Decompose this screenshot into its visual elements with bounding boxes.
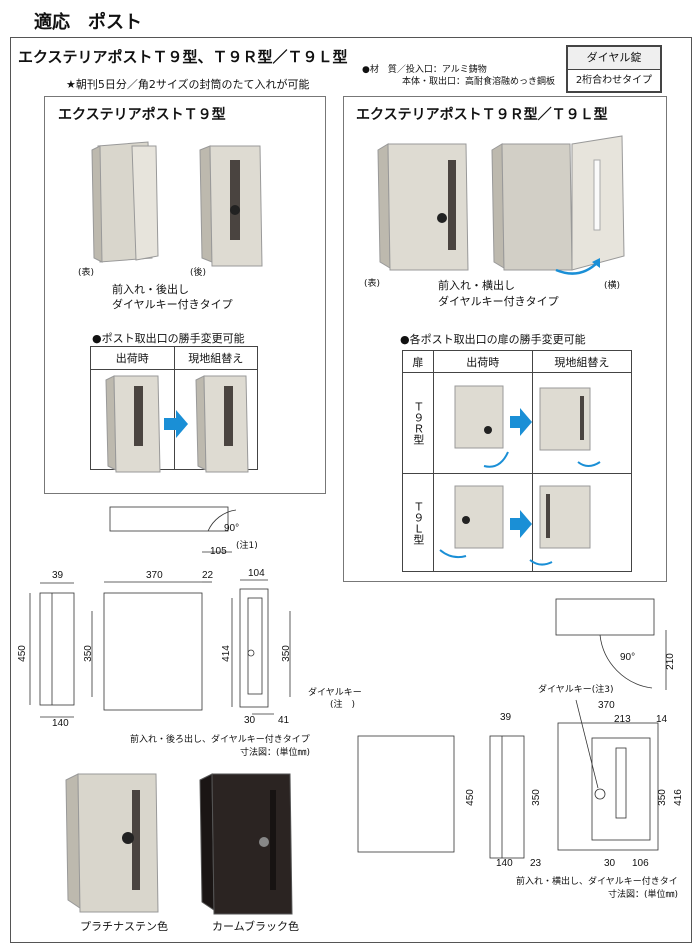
top-view-body xyxy=(109,506,229,532)
t9r-caption1: 前入れ・横出し xyxy=(438,279,515,292)
right-open-view xyxy=(557,722,659,851)
t9-change-title: ●ポスト取出口の勝手変更可能 xyxy=(92,332,245,345)
dim-r-23: 23 xyxy=(530,858,542,869)
lock-badge-value: 2桁合わせタイプ xyxy=(575,75,653,86)
t9r-r-shipping xyxy=(454,385,509,468)
t9r-l-shipping xyxy=(439,485,504,559)
dim-r-angle: 90° xyxy=(620,652,636,663)
front-view-body xyxy=(103,592,203,711)
lock-badge: ダイヤル錠 2桁合わせタイプ xyxy=(566,45,662,93)
dim-l-note1: (注1) xyxy=(236,541,258,551)
dim-l-370: 370 xyxy=(146,570,163,581)
t9r-row-l: Ｔ９Ｌ型 xyxy=(402,473,434,572)
t9r-side-image xyxy=(491,135,625,275)
top-view-arc xyxy=(207,509,237,532)
platinum-post-image xyxy=(65,773,159,913)
t9r-title: エクステリアポストＴ９Ｒ型／Ｔ９Ｌ型 xyxy=(356,107,608,123)
t9-label-back: (後) xyxy=(190,268,207,278)
t9-title: エクステリアポストＴ９型 xyxy=(58,107,226,123)
dim-l-caption: 前入れ・後ろ出し、ダイヤルキー付きタイプ xyxy=(130,735,310,745)
t9r-l-onsite xyxy=(529,485,591,566)
dim-r-dial: ダイヤルキー(注3) xyxy=(538,685,614,695)
dim-r-106: 106 xyxy=(632,858,649,869)
t9r-change-title: ●各ポスト取出口の扉の勝手変更可能 xyxy=(400,333,586,346)
dim-l-39: 39 xyxy=(52,570,64,581)
black-post-image xyxy=(199,773,293,915)
dim-r-caption: 前入れ・横出し、ダイヤルキー付きタイ xyxy=(516,877,678,887)
right-top-view xyxy=(555,598,655,636)
t9-label-front: (表) xyxy=(78,268,95,278)
dim-r-213: 213 xyxy=(614,714,631,725)
t9r-panel xyxy=(343,96,667,582)
t9-panel xyxy=(44,96,326,494)
content-frame xyxy=(10,37,692,943)
t9r-r-arrow xyxy=(510,408,532,436)
t9-back-image xyxy=(199,145,263,267)
t9-shipping-image xyxy=(105,375,161,473)
dim-l-30: 30 xyxy=(244,715,256,726)
dim-r-370: 370 xyxy=(598,700,615,711)
t9-front-image xyxy=(91,141,159,263)
t9-caption2: ダイヤルキー付きタイプ xyxy=(112,298,233,311)
t9-arrow xyxy=(164,410,188,438)
dim-l-22: 22 xyxy=(202,570,214,581)
dim-l-41: 41 xyxy=(278,715,290,726)
t9r-l-arrow xyxy=(510,510,532,538)
right-side-view xyxy=(489,735,525,859)
feature-note: ★朝刊5日分／角2サイズの封筒のたて入れが可能 xyxy=(66,78,310,91)
material-line2: 本体・取出口：高耐食溶融めっき鋼板 xyxy=(402,77,556,87)
t9r-col-onsite: 現地組替え xyxy=(531,350,633,373)
t9r-r-onsite xyxy=(539,387,601,467)
black-label: カームブラック色 xyxy=(212,920,300,933)
side-view-body xyxy=(39,592,75,706)
t9r-row-r: Ｔ９Ｒ型 xyxy=(402,372,434,474)
rear-view-body xyxy=(239,588,269,708)
dim-r-39: 39 xyxy=(500,712,512,723)
dim-r-14: 14 xyxy=(656,714,668,725)
material-line1: ●材 質／投入口：アルミ鋳物 xyxy=(362,65,487,75)
t9r-front-image xyxy=(377,143,469,271)
main-heading: エクステリアポストＴ９型、Ｔ９Ｒ型／Ｔ９Ｌ型 xyxy=(18,48,348,66)
dim-l-104: 104 xyxy=(248,568,265,579)
dim-r-140: 140 xyxy=(496,858,513,869)
t9r-caption2: ダイヤルキー付きタイプ xyxy=(438,295,559,308)
t9-col-shipping: 出荷時 xyxy=(90,346,175,370)
right-front-view xyxy=(357,735,455,853)
dim-l-105: 105 xyxy=(210,546,227,557)
t9-col-onsite: 現地組替え xyxy=(173,346,258,370)
dim-r-30: 30 xyxy=(604,858,616,869)
dim-l-unit: 寸法図：(単位㎜) xyxy=(240,748,311,758)
dim-l-140: 140 xyxy=(52,718,69,729)
dim-l-angle: 90° xyxy=(224,523,240,534)
dim-r-unit: 寸法図：(単位㎜) xyxy=(608,890,679,900)
t9-caption1: 前入れ・後出し xyxy=(112,283,189,296)
t9r-label-side: (横) xyxy=(604,281,621,291)
dim-l-dial-note: (注 ) xyxy=(330,700,356,710)
dim-l-dial: ダイヤルキー xyxy=(308,688,362,698)
platinum-label: プラチナステン色 xyxy=(80,920,168,933)
t9-onsite-image xyxy=(195,375,249,473)
t9r-col-shipping: 出荷時 xyxy=(432,350,533,373)
lock-badge-title: ダイヤル錠 xyxy=(568,47,660,70)
t9r-label-front: (表) xyxy=(364,279,381,289)
page-title: 適応 ポスト xyxy=(34,12,142,33)
